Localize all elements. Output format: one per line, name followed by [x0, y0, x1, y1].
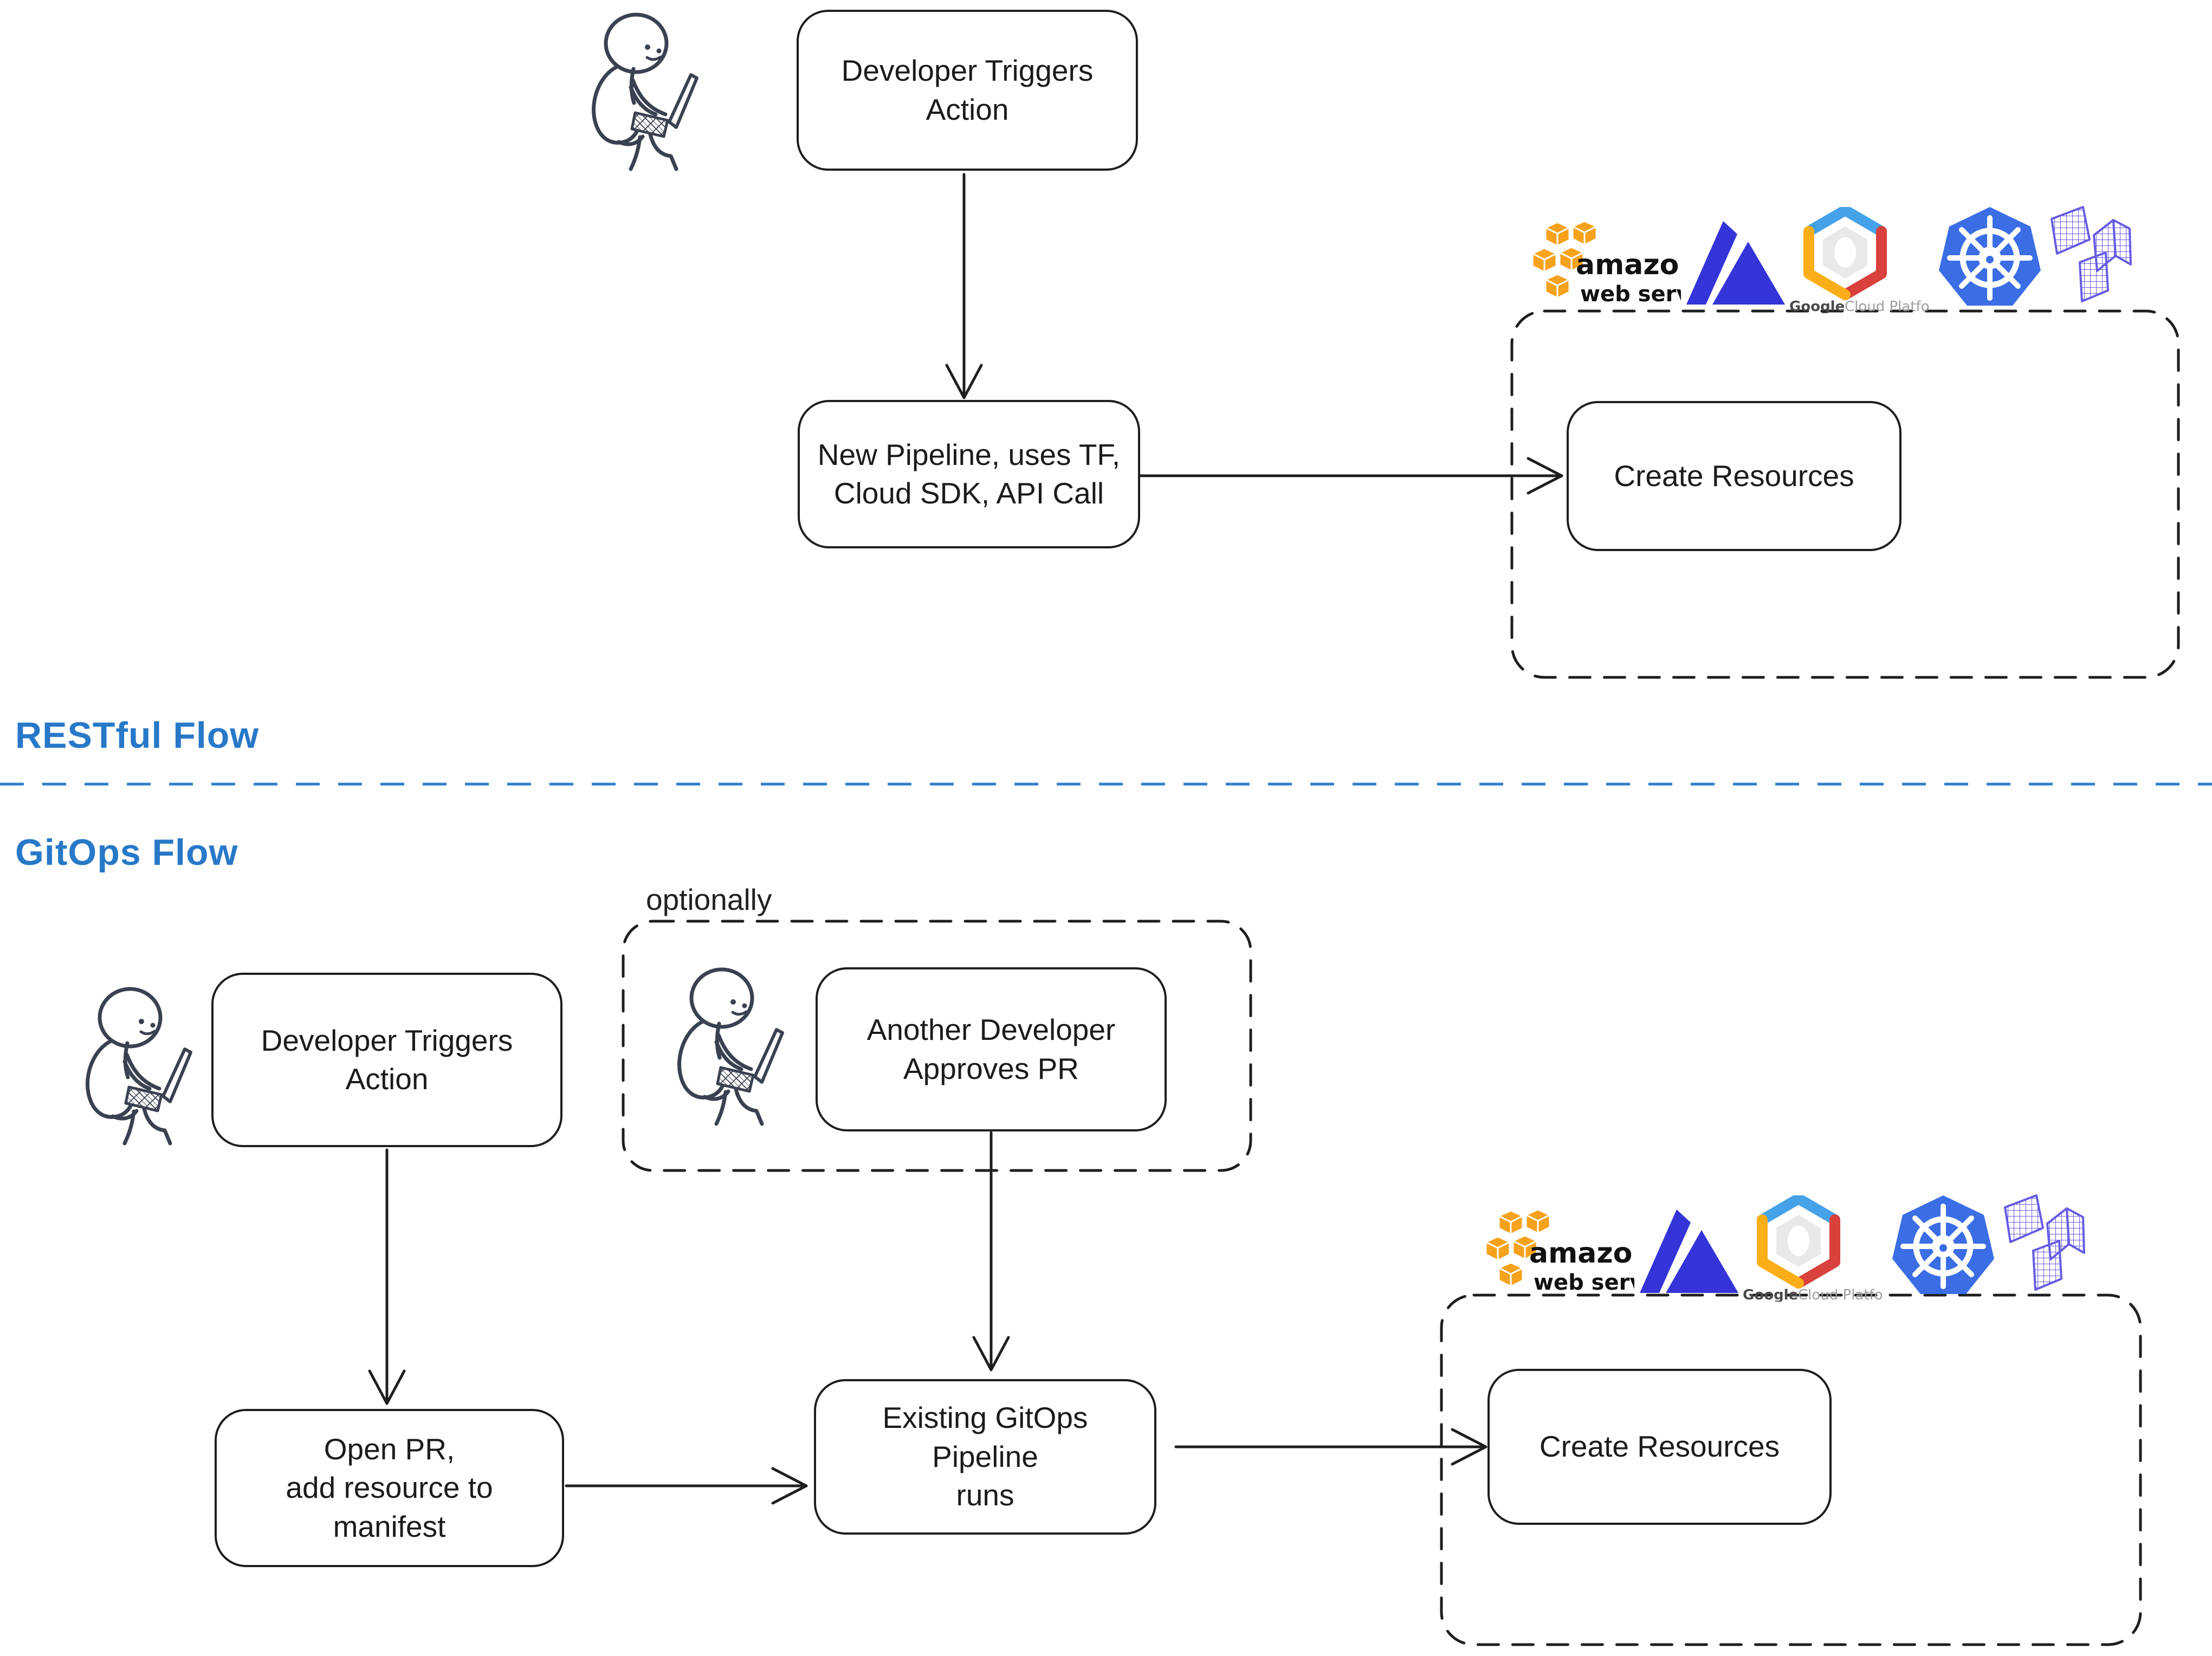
- gcp-google-text: Google: [1743, 1287, 1798, 1302]
- node-gitops-pipeline-runs: Existing GitOps Pipeline runs: [814, 1379, 1156, 1535]
- node-gitops-create-resources: Create Resources: [1487, 1369, 1832, 1525]
- aws-wordmark: amazon: [1529, 1237, 1634, 1270]
- node-restful-developer-triggers: Developer Triggers Action: [797, 10, 1138, 171]
- azure-logo-icon: [1679, 218, 1803, 310]
- aws-subtext: web services: [1534, 1270, 1634, 1295]
- arrow-openpr-to-pipeline: [565, 1467, 808, 1505]
- cloud-logos-restful: amazon web services Google Cloud Platfor…: [1529, 206, 2136, 319]
- developer-figure-approver: [672, 966, 788, 1128]
- gcp-logo-icon: Google Cloud Platform: [1742, 1195, 1883, 1302]
- optionally-label: optionally: [646, 883, 772, 916]
- kubernetes-logo-icon: [1885, 1194, 2001, 1300]
- arrow-dev-to-pipeline: [945, 173, 983, 399]
- node-gitops-approve-pr: Another Developer Approves PR: [816, 967, 1167, 1131]
- node-gitops-developer-triggers: Developer Triggers Action: [211, 973, 562, 1147]
- developer-figure-restful: [586, 11, 703, 173]
- gcp-google-text: Google: [1789, 299, 1845, 313]
- gcp-platform-text: Cloud Platform: [1798, 1287, 1883, 1302]
- gcp-logo-icon: Google Cloud Platform: [1788, 207, 1929, 313]
- terraform-logo-icon: [2002, 1192, 2088, 1301]
- arrow-pipeline-to-create: [1139, 457, 1563, 495]
- aws-logo-icon: amazon web services: [1529, 220, 1681, 312]
- terraform-logo-icon: [2048, 204, 2135, 312]
- arrow-pipeline-to-create-gitops: [1174, 1428, 1487, 1466]
- azure-logo-icon: [1632, 1206, 1757, 1298]
- aws-wordmark: amazon: [1576, 249, 1681, 281]
- arrow-dev-to-openpr: [368, 1148, 406, 1405]
- gcp-platform-text: Cloud Platform: [1845, 299, 1929, 313]
- gitops-flow-title: GitOps Flow: [15, 832, 238, 873]
- gitops-cloud-dashed-container: [1440, 1293, 2142, 1646]
- cloud-logos-gitops: amazon web services Google Cloud Platfor…: [1483, 1194, 2090, 1307]
- developer-sketch: [592, 12, 698, 171]
- optional-dashed-container: [622, 920, 1252, 1172]
- restful-flow-title: RESTful Flow: [15, 715, 260, 756]
- restful-cloud-dashed-container: [1510, 309, 2180, 679]
- developer-figure-gitops: [80, 985, 197, 1148]
- kubernetes-logo-icon: [1931, 206, 2048, 312]
- developer-sketch: [677, 967, 784, 1126]
- arrow-approve-to-pipeline: [972, 1131, 1010, 1372]
- aws-logo-icon: amazon web services: [1483, 1208, 1634, 1301]
- developer-sketch: [86, 987, 192, 1146]
- node-restful-create-resources: Create Resources: [1567, 401, 1901, 551]
- aws-subtext: web services: [1580, 282, 1681, 307]
- node-restful-pipeline: New Pipeline, uses TF, Cloud SDK, API Ca…: [798, 400, 1140, 548]
- node-gitops-open-pr: Open PR, add resource to manifest: [215, 1409, 564, 1567]
